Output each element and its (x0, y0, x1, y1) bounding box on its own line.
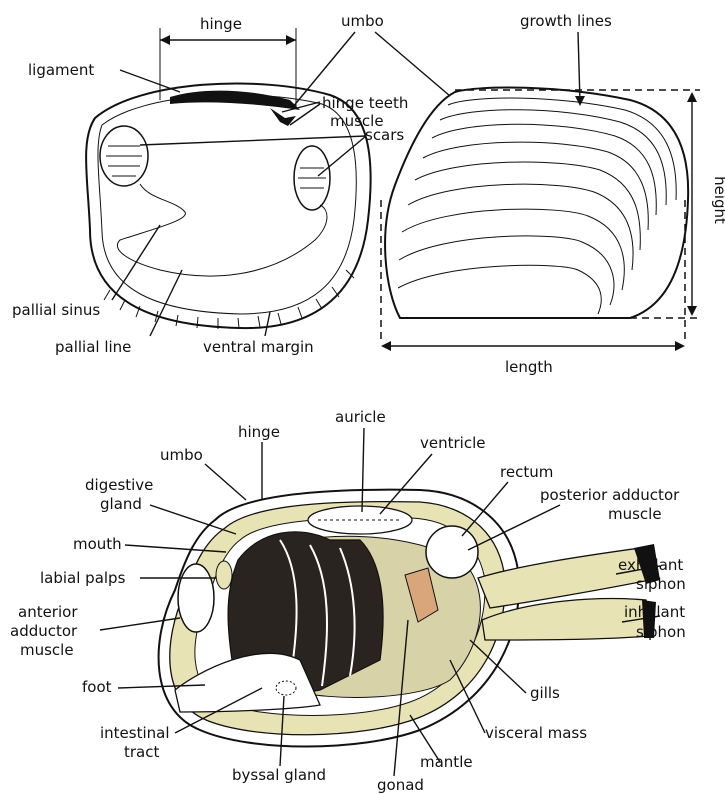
label-mantle: mantle (420, 753, 473, 771)
label-growth-lines: growth lines (520, 12, 612, 30)
label-ventricle: ventricle (420, 434, 485, 452)
label-hinge-teeth: hinge teeth (322, 94, 408, 112)
label-pallial-sinus: pallial sinus (12, 301, 100, 319)
label-anterior-1: anterior (18, 603, 78, 621)
label-ligament: ligament (28, 61, 94, 79)
label-hinge-bottom: hinge (238, 423, 280, 441)
label-inhalant-1: inhalant (624, 603, 685, 621)
label-hinge-top: hinge (200, 15, 242, 33)
label-anterior-2: adductor (10, 622, 78, 640)
label-pallial-line: pallial line (55, 338, 131, 356)
label-auricle: auricle (335, 408, 386, 426)
label-umbo-top: umbo (341, 12, 384, 30)
label-length: length (505, 358, 553, 376)
label-umbo-bottom: umbo (160, 446, 203, 464)
label-gills: gills (530, 684, 560, 702)
label-ventral-margin: ventral margin (203, 338, 314, 356)
label-posterior-2: muscle (608, 505, 662, 523)
shell-exterior-view (381, 87, 700, 351)
label-inhalant-2: siphon (636, 623, 686, 641)
label-foot: foot (82, 678, 112, 696)
label-intestinal-1: intestinal (100, 724, 170, 742)
label-digestive-2: gland (100, 495, 142, 513)
label-mouth: mouth (73, 535, 122, 553)
label-byssal-gland: byssal gland (232, 766, 326, 784)
label-anterior-3: muscle (20, 641, 74, 659)
label-gonad: gonad (377, 776, 424, 794)
label-height: height (711, 176, 725, 224)
label-scars: scars (365, 126, 404, 144)
shell-interior-view (86, 83, 371, 329)
label-intestinal-2: tract (124, 743, 159, 761)
label-digestive-1: digestive (85, 476, 153, 494)
label-rectum: rectum (500, 463, 553, 481)
label-exhalant-2: siphon (636, 575, 686, 593)
label-visceral-mass: visceral mass (485, 724, 587, 742)
label-labial-palps: labial palps (40, 569, 126, 587)
internal-anatomy-view (159, 490, 660, 747)
label-posterior-1: posterior adductor (540, 486, 680, 504)
